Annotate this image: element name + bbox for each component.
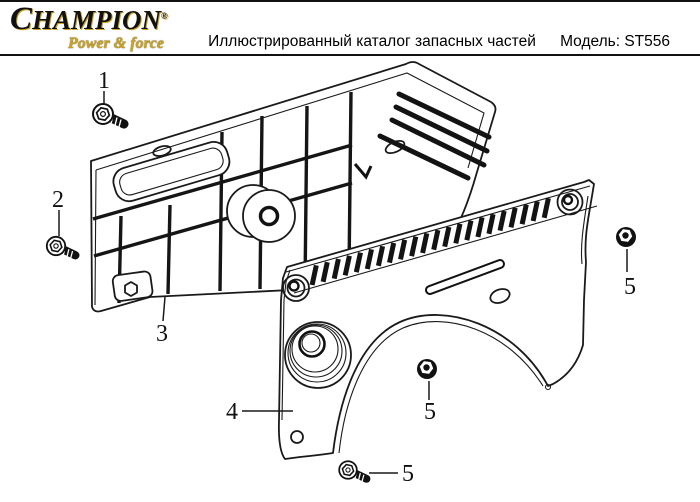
- callout-1: 1: [98, 68, 110, 104]
- callout-5-bottom-number: 5: [402, 461, 414, 487]
- callout-5-middle-number: 5: [424, 399, 436, 425]
- v-rib-mark: [353, 163, 373, 180]
- hub-hole: [258, 205, 280, 227]
- angled-slot: [425, 259, 505, 295]
- callout-3-number: 3: [156, 321, 168, 347]
- callout-1-number: 1: [98, 68, 110, 94]
- model-label: Модель: ST556: [560, 33, 670, 50]
- flange-bolt-2: [47, 237, 76, 258]
- top-border-rule: [0, 0, 700, 2]
- callout-5-right-number: 5: [624, 274, 636, 300]
- registered-mark-icon: ®: [161, 11, 168, 21]
- foot-hole: [290, 430, 304, 444]
- bolt-hole-boss-left: [282, 274, 310, 302]
- brand-initial: C: [10, 1, 33, 37]
- panel-groove: [112, 140, 231, 203]
- vent-slots: [309, 197, 551, 286]
- flange-nut-5-right: [615, 226, 637, 248]
- arch-tip: [544, 383, 552, 391]
- callout-5-right: 5: [624, 249, 636, 300]
- brand-tagline: Power & force: [68, 35, 164, 52]
- bearing-hub: [284, 321, 352, 389]
- small-oval-hole: [489, 288, 511, 304]
- mounting-tab: [111, 270, 154, 302]
- callout-3: 3: [156, 296, 168, 347]
- panel-hub-boss: [226, 184, 296, 243]
- flange-bolt-5-bottom: [339, 461, 366, 481]
- hex-hole: [124, 281, 138, 297]
- callout-5-bottom: 5: [369, 461, 414, 487]
- oval-hole-left: [152, 145, 172, 157]
- callout-2-number: 2: [52, 187, 64, 213]
- champion-logo: CHAMPION® Power & force: [10, 1, 168, 53]
- catalog-title: Иллюстрированный каталог запасных частей: [208, 33, 536, 50]
- callout-2: 2: [52, 187, 64, 236]
- diagonal-ribs: [377, 91, 492, 181]
- header-divider-rule: [0, 54, 700, 56]
- bolt-hole-boss-right: [556, 188, 584, 216]
- flange-bolt-1: [93, 104, 124, 127]
- brand-wordmark: CHAMPION®: [10, 1, 168, 37]
- callout-5-middle: 5: [424, 381, 436, 425]
- lower-belt-cover-panel: [277, 179, 598, 460]
- callout-4: 4: [226, 399, 293, 425]
- brand-text: HAMPION: [32, 5, 162, 35]
- flange-nut-5-middle: [416, 358, 438, 380]
- callout-4-number: 4: [226, 399, 238, 425]
